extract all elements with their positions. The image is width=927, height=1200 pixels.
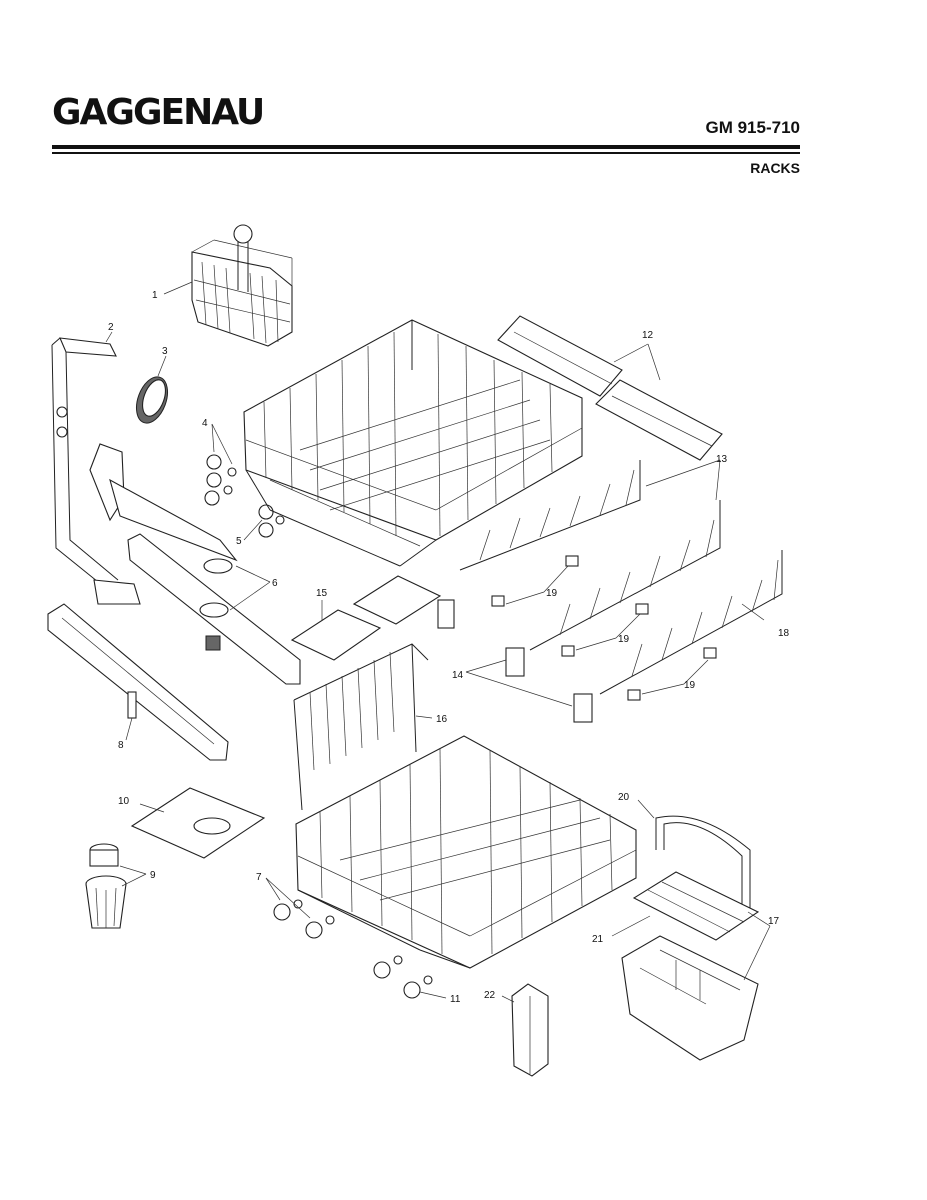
part-rollers-upper [204, 454, 285, 538]
callout-1: 1 [152, 290, 158, 301]
callout-20: 20 [618, 792, 630, 803]
callout-22: 22 [484, 990, 496, 1001]
callout-9: 9 [150, 870, 156, 881]
part-micro-filter [85, 843, 127, 929]
brand-logo: GAGGENAU [52, 92, 265, 133]
callout-labels: 1 2 3 4 5 6 7 8 9 10 11 12 13 14 15 16 1… [108, 290, 790, 1005]
part-basket-lid [632, 871, 760, 941]
callout-12: 12 [642, 330, 654, 341]
callout-7: 7 [256, 872, 262, 883]
part-cutlery-basket [191, 224, 293, 347]
callout-19c: 19 [684, 680, 696, 691]
part-rollers-lower [273, 899, 433, 999]
part-filter-plate [130, 787, 266, 859]
callout-19a: 19 [546, 588, 558, 599]
part-filter-disc [135, 376, 169, 424]
part-folding-tines [293, 643, 429, 811]
section-title: RACKS [750, 160, 800, 176]
callout-15: 15 [316, 588, 328, 599]
callout-19b: 19 [618, 634, 630, 645]
part-lower-rack [295, 735, 637, 969]
leader-lines [105, 281, 771, 1003]
part-small-shelves [290, 575, 442, 661]
part-upper-spray-arm [89, 443, 301, 685]
part-cup-shelves [497, 315, 723, 461]
callout-16: 16 [436, 714, 448, 725]
part-spray-tube [51, 337, 141, 605]
callout-8: 8 [118, 740, 124, 751]
callout-6: 6 [272, 578, 278, 589]
header-rule-thin [52, 152, 800, 154]
part-tine-rows [459, 460, 783, 695]
header-rule-thick [52, 145, 800, 149]
callout-18: 18 [778, 628, 790, 639]
callout-17: 17 [768, 916, 780, 927]
part-clips [491, 555, 717, 701]
part-small-basket [621, 935, 759, 1061]
callout-2: 2 [108, 322, 114, 333]
callout-4: 4 [202, 418, 208, 429]
part-rack-latches [437, 599, 593, 723]
part-upper-rack [243, 319, 583, 567]
callout-11: 11 [450, 994, 461, 1005]
part-basket-handle [655, 815, 751, 912]
callout-13: 13 [716, 454, 728, 465]
part-lower-spray-arm [47, 603, 229, 761]
callout-10: 10 [118, 796, 130, 807]
callout-3: 3 [162, 346, 168, 357]
callout-21: 21 [592, 934, 604, 945]
part-holder [511, 983, 549, 1077]
callout-14: 14 [452, 670, 464, 681]
callout-5: 5 [236, 536, 242, 547]
model-number: GM 915-710 [705, 118, 801, 137]
